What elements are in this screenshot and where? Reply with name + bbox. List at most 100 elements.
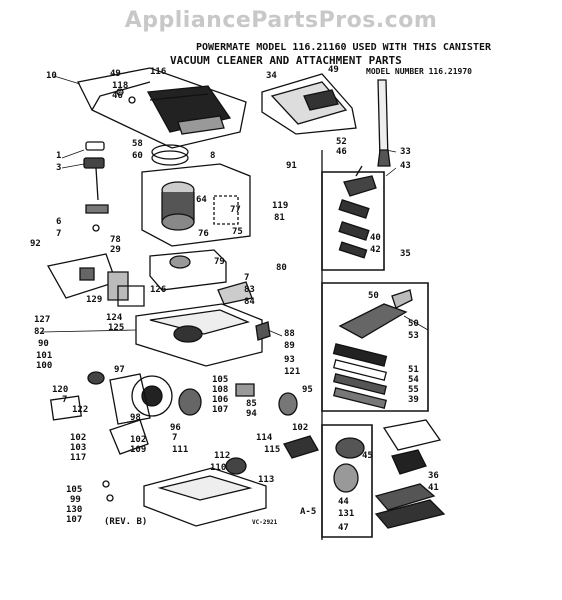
crevice-tool-47 <box>376 500 444 528</box>
screw-105 <box>103 481 109 487</box>
tool-51 <box>334 344 387 366</box>
part-label: 91 <box>286 161 297 171</box>
part-label: 131 <box>338 509 355 519</box>
part-label: 124 <box>106 313 123 323</box>
part-label: 85 <box>246 399 257 409</box>
part-label: 107 <box>212 405 229 415</box>
screw-7 <box>93 225 99 231</box>
part-label: 76 <box>198 229 209 239</box>
tool-55 <box>334 374 386 394</box>
wheel-95 <box>279 393 297 415</box>
part-label: 117 <box>70 453 87 463</box>
part-label: 60 <box>132 151 143 161</box>
part-label: 79 <box>214 257 225 267</box>
part-label: 88 <box>284 329 295 339</box>
part-label: 99 <box>70 495 81 505</box>
part-label: 45 <box>362 451 373 461</box>
base-tray <box>144 468 266 526</box>
latch-88 <box>256 322 270 340</box>
dusting-brush-43 <box>344 166 376 196</box>
part-label: 1 <box>56 151 62 161</box>
part-label: 108 <box>212 385 229 395</box>
part-label: 46 <box>336 147 347 157</box>
clip-85 <box>236 384 254 396</box>
part-label: 51 <box>408 365 419 375</box>
canister-body <box>136 304 262 366</box>
part-label: 95 <box>302 385 313 395</box>
part-label: 7 <box>172 433 178 443</box>
part-label: 40 <box>370 233 381 243</box>
sheet-label: A-5 <box>300 507 317 517</box>
part-label: 94 <box>246 409 257 419</box>
attachment-box-top <box>322 172 384 270</box>
canister-lid <box>262 74 356 134</box>
part-label: 34 <box>266 71 277 81</box>
part-label: 47 <box>338 523 349 533</box>
cover-83 <box>218 282 252 304</box>
part-label: 29 <box>110 245 121 255</box>
part-label: 35 <box>400 249 411 259</box>
part-label: 100 <box>36 361 53 371</box>
wheel-120 <box>88 372 104 384</box>
part-label: 102 <box>130 435 147 445</box>
switch-part <box>86 142 104 150</box>
part-label: 120 <box>52 385 69 395</box>
pad-41 <box>392 450 426 474</box>
part-label: 78 <box>110 235 121 245</box>
part-label: 102 <box>70 433 87 443</box>
part-label: 52 <box>336 137 347 147</box>
part-label: 109 <box>130 445 147 455</box>
part-label: 129 <box>86 295 103 305</box>
attachment-42 <box>339 242 366 258</box>
part-label: 113 <box>258 475 275 485</box>
tool-39 <box>334 388 386 408</box>
wand-tube <box>378 80 390 166</box>
filter-122 <box>51 396 82 420</box>
drawing-code: VC-2921 <box>252 519 278 526</box>
part-label: 82 <box>34 327 45 337</box>
part-label: 98 <box>130 413 141 423</box>
handle-frame <box>150 250 226 290</box>
switch-button <box>84 158 104 168</box>
switch-base <box>86 205 108 213</box>
part-label: 103 <box>70 443 87 453</box>
part-label: 33 <box>400 147 411 157</box>
part-label: 107 <box>66 515 83 525</box>
part-label: 84 <box>244 297 255 307</box>
diagram-title-line-3: MODEL NUMBER 116.21970 <box>366 67 472 76</box>
part-label: 119 <box>272 201 289 211</box>
revision-label: (REV. B) <box>104 517 148 527</box>
part-label: 54 <box>408 375 419 385</box>
part-label: 130 <box>66 505 83 515</box>
part-label: 127 <box>34 315 51 325</box>
site-watermark: AppliancePartsPros.com <box>124 8 438 33</box>
part-label: 101 <box>36 351 53 361</box>
part-label: 126 <box>150 285 167 295</box>
part-label: 122 <box>72 405 89 415</box>
part-label: 81 <box>274 213 285 223</box>
switch-rod <box>96 168 98 200</box>
attachment-40 <box>339 200 369 218</box>
bracket-126 <box>118 286 144 306</box>
part-label: 121 <box>284 367 301 377</box>
part-label: 112 <box>214 451 231 461</box>
part-label: 50 <box>368 291 379 301</box>
part-label: 49 <box>110 69 121 79</box>
part-label: 75 <box>232 227 243 237</box>
part-label: 106 <box>212 395 229 405</box>
power-nozzle-assembly <box>78 68 246 148</box>
part-label: 43 <box>400 161 411 171</box>
pad-36 <box>384 420 440 450</box>
part-label: 96 <box>170 423 181 433</box>
part-label: 90 <box>38 339 49 349</box>
screw-130 <box>107 495 113 501</box>
part-label: 83 <box>244 285 255 295</box>
attachment-box-bottom <box>322 425 372 537</box>
floor-tool-35 <box>340 290 412 338</box>
part-label: 64 <box>196 195 207 205</box>
cord-reel-housing <box>48 254 116 298</box>
part-label: 110 <box>210 463 227 473</box>
part-label: 55 <box>408 385 419 395</box>
rear-fan-assembly <box>110 374 172 424</box>
